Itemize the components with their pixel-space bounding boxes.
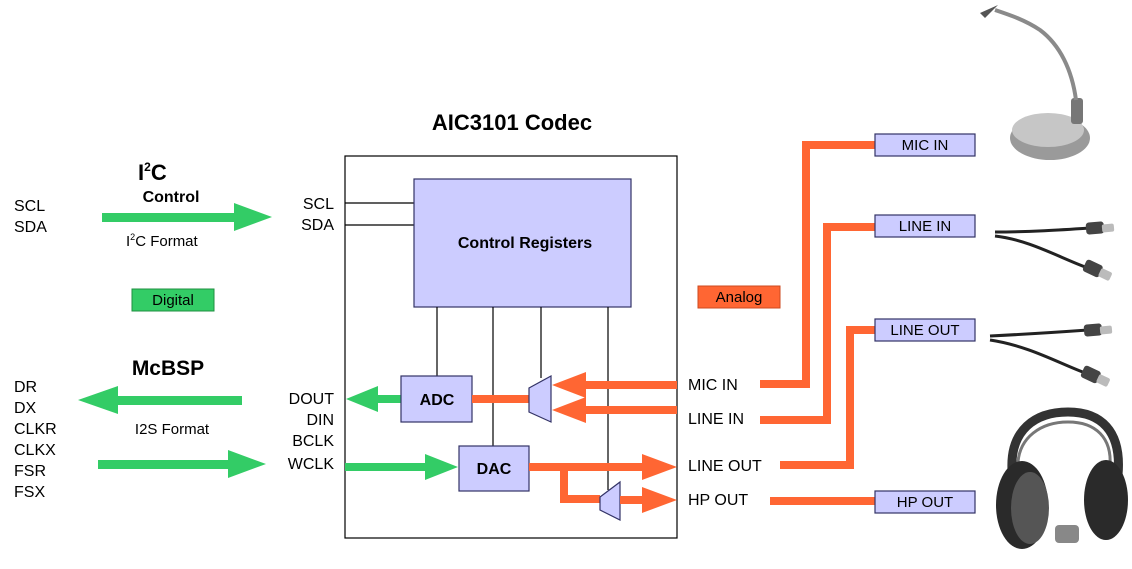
control-label: Control bbox=[143, 189, 200, 206]
adc-block: ADC bbox=[400, 375, 473, 423]
mcbsp-rx-arrow bbox=[78, 386, 242, 414]
svg-text:LINE OUT: LINE OUT bbox=[890, 322, 959, 339]
codec-pin-bclk: BCLK bbox=[292, 433, 334, 450]
microphone-icon bbox=[980, 5, 1090, 160]
svg-text:MIC IN: MIC IN bbox=[902, 137, 949, 154]
rca-cable-icon bbox=[994, 221, 1115, 281]
dac-to-line-out-arrow bbox=[529, 454, 677, 480]
svg-text:HP OUT: HP OUT bbox=[897, 494, 953, 511]
i2c-section: SCL SDA I2C Control I2C Format bbox=[14, 160, 272, 250]
svg-text:LINE IN: LINE IN bbox=[899, 218, 952, 235]
control-registers-block: Control Registers bbox=[413, 178, 632, 308]
rca-cable-icon bbox=[989, 323, 1113, 387]
dac-block: DAC bbox=[458, 445, 530, 492]
digital-badge: Digital bbox=[131, 288, 215, 312]
codec-pin-dout: DOUT bbox=[289, 391, 335, 408]
pin-label-clkx: CLKX bbox=[14, 442, 56, 459]
port-line-out: LINE OUT bbox=[874, 318, 976, 342]
mcbsp-section: McBSP DR DX CLKR CLKX FSR FSX I2S Format bbox=[14, 357, 266, 501]
i2s-format-label: I2S Format bbox=[135, 421, 210, 438]
hp-amp-to-hp-out-arrow bbox=[620, 487, 677, 513]
pin-label-sda: SDA bbox=[14, 219, 47, 236]
headphones-icon bbox=[996, 407, 1128, 549]
hp-amplifier bbox=[599, 480, 621, 521]
codec-pin-line-out: LINE OUT bbox=[688, 458, 762, 475]
pin-label-fsx: FSX bbox=[14, 484, 45, 501]
pin-label-dx: DX bbox=[14, 400, 37, 417]
mcbsp-header: McBSP bbox=[132, 357, 204, 380]
pin-label-scl: SCL bbox=[14, 198, 45, 215]
svg-text:Control Registers: Control Registers bbox=[458, 235, 592, 252]
port-mic-in: MIC IN bbox=[874, 133, 976, 157]
codec-box: SCL SDA DOUT DIN BCLK WCLK Control Regis… bbox=[288, 155, 678, 539]
input-mux bbox=[528, 374, 552, 423]
mcbsp-tx-arrow bbox=[98, 450, 266, 478]
svg-text:Digital: Digital bbox=[152, 292, 194, 309]
dac-branch-line bbox=[560, 467, 568, 503]
line-in-arrow bbox=[552, 397, 677, 423]
line-in-wire bbox=[760, 223, 875, 424]
i2c-format-label: I2C Format bbox=[126, 232, 199, 250]
codec-pin-line-in: LINE IN bbox=[688, 411, 744, 428]
pin-label-clkr: CLKR bbox=[14, 421, 57, 438]
pin-label-fsr: FSR bbox=[14, 463, 46, 480]
dac-to-hp-amp-line bbox=[560, 495, 600, 503]
i2c-arrow bbox=[102, 203, 272, 231]
i2c-header: I2C bbox=[138, 160, 167, 185]
svg-text:ADC: ADC bbox=[420, 392, 455, 409]
diagram-title: AIC3101 Codec bbox=[432, 110, 592, 135]
mux-to-adc-line bbox=[472, 395, 529, 403]
mic-in-arrow bbox=[552, 372, 677, 398]
analog-wires bbox=[760, 141, 875, 505]
codec-pin-din: DIN bbox=[306, 412, 334, 429]
codec-pin-hp-out: HP OUT bbox=[688, 492, 748, 509]
codec-pin-wclk: WCLK bbox=[288, 456, 335, 473]
port-hp-out: HP OUT bbox=[874, 490, 976, 514]
pin-label-dr: DR bbox=[14, 379, 37, 396]
codec-pin-scl: SCL bbox=[303, 196, 334, 213]
codec-pin-mic-in: MIC IN bbox=[688, 377, 738, 394]
codec-pin-sda: SDA bbox=[301, 217, 334, 234]
svg-text:DAC: DAC bbox=[477, 461, 512, 478]
port-line-in: LINE IN bbox=[874, 214, 976, 238]
adc-to-dout-arrow bbox=[346, 386, 402, 412]
analog-badge: Analog bbox=[697, 285, 781, 309]
line-out-wire bbox=[780, 326, 875, 469]
wclk-to-dac-arrow bbox=[345, 454, 458, 480]
mic-in-wire bbox=[760, 141, 875, 388]
svg-text:Analog: Analog bbox=[716, 289, 763, 306]
